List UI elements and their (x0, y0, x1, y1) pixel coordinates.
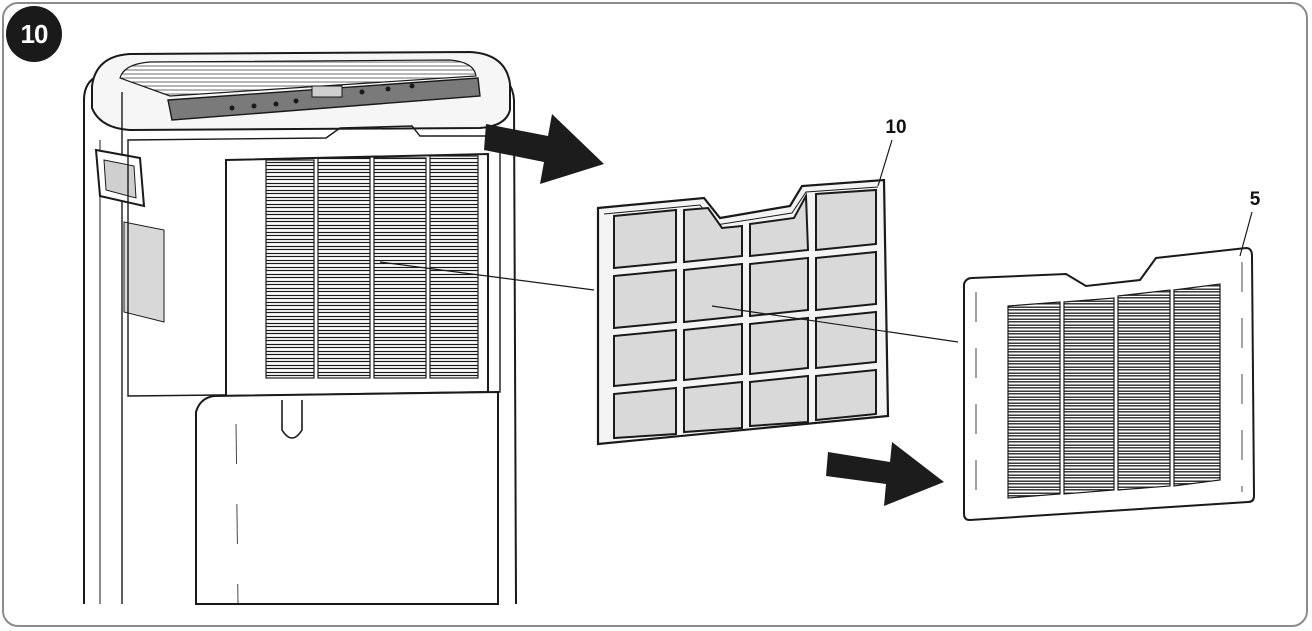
callout-number-filter: 10 (885, 117, 906, 138)
side-label (123, 221, 165, 323)
top-vent-grille (119, 59, 477, 97)
tank-handle-recess (281, 400, 303, 439)
arrow-right-icon (484, 114, 604, 184)
leader-line-filter-to-grille (711, 305, 959, 343)
filter (596, 178, 890, 446)
dehumidifier-unit (83, 50, 517, 605)
front-grille-louvers (1007, 283, 1221, 499)
water-tank (195, 390, 499, 605)
callout-number-front-grille: 5 (1250, 189, 1261, 210)
front-grille-panel (963, 246, 1256, 522)
arrow-right-icon (826, 442, 944, 506)
control-buttons (229, 83, 415, 111)
control-panel (167, 77, 481, 121)
leader-line-unit-to-filter (379, 261, 595, 291)
filter-mesh-cells (613, 188, 877, 440)
callout-filter: 10 (877, 117, 907, 187)
step-number-badge: 10 (6, 6, 62, 62)
unit-inner-grille (265, 155, 479, 379)
callout-front-grille: 5 (1239, 189, 1261, 257)
control-display (311, 85, 343, 98)
